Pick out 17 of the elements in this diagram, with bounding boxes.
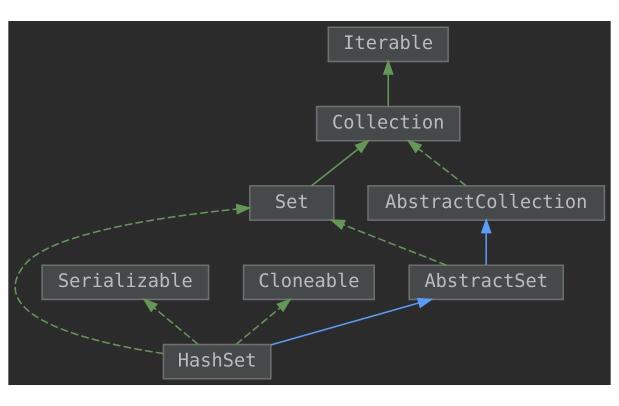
arrow: [311, 140, 370, 186]
node-box: HashSet: [162, 344, 272, 380]
arrow: [142, 298, 199, 345]
arrow: [270, 298, 434, 346]
node-box: Collection: [316, 106, 461, 142]
arrow: [382, 59, 394, 106]
arrow: [236, 298, 292, 345]
node-box: Serializable: [41, 264, 210, 300]
node-box: AbstractSet: [408, 264, 564, 300]
arrow: [14, 204, 252, 354]
node-box: AbstractCollection: [367, 185, 606, 221]
node-box: Cloneable: [242, 264, 375, 300]
node-box: Set: [249, 185, 335, 221]
arrow: [329, 219, 447, 266]
arrow: [480, 218, 492, 265]
arrow: [406, 140, 466, 186]
node-box: Iterable: [328, 26, 449, 62]
